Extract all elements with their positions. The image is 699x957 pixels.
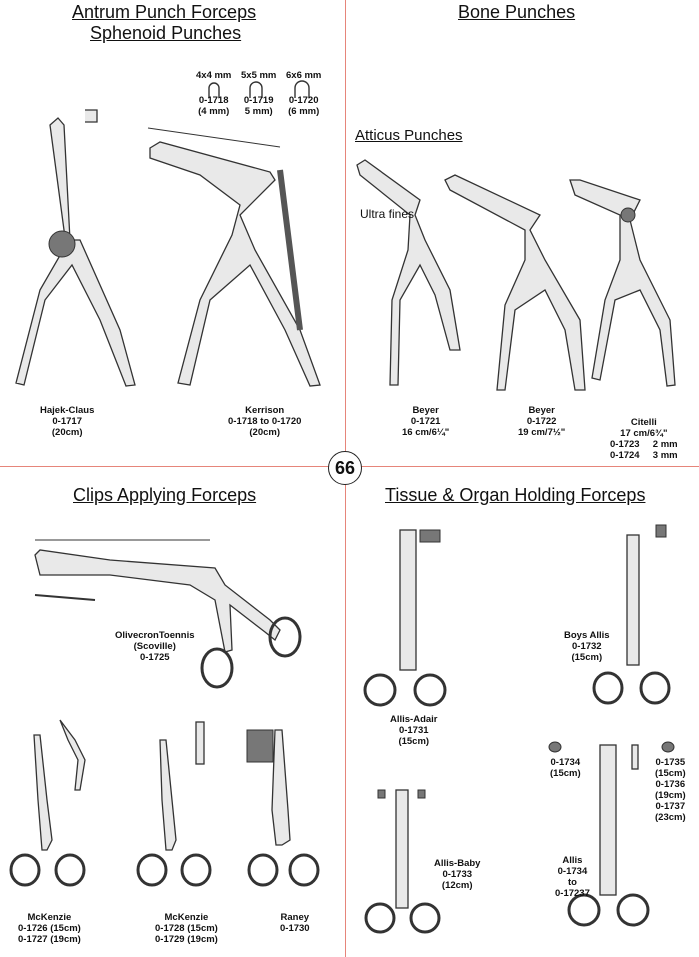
tip-1734-label: 0-1734(15cm) xyxy=(550,757,581,779)
mckenzie-2-image xyxy=(136,721,212,887)
atticus-subtitle: Atticus Punches xyxy=(355,127,463,144)
citelli-punch-image xyxy=(569,179,676,387)
bone-punches-title: Bone Punches xyxy=(458,2,576,22)
allis-image xyxy=(548,741,675,927)
olivecron-label: OlivecronToennis(Scoville)0-1725 xyxy=(115,630,195,663)
sphenoid-title: Sphenoid Punches xyxy=(90,23,242,43)
clips-title: Clips Applying Forceps xyxy=(73,485,257,505)
tip-size-6: 6x6 mm 0-1720(6 mm) xyxy=(286,70,322,117)
olivecron-toennis-image xyxy=(34,539,302,689)
tip-1735-label: 0-1735(15cm)0-1736 (19cm)0-1737(23cm) xyxy=(655,757,686,823)
mckenzie-1-image xyxy=(9,719,86,887)
allis-adair-image xyxy=(363,529,447,707)
kerrison-punch-image xyxy=(147,127,321,387)
beyer-punch-2-image xyxy=(444,174,586,391)
boys-allis-image xyxy=(592,524,671,705)
allis-baby-image xyxy=(364,789,441,934)
page-number-badge: 66 xyxy=(328,451,362,485)
beyer-punch-1-image xyxy=(356,159,461,386)
hajek-claus-forceps-image xyxy=(15,109,136,387)
tip-size-4: 4x4 mm 0-1718(4 mm) xyxy=(196,70,232,117)
tissue-title: Tissue & Organ Holding Forceps xyxy=(385,485,646,505)
raney-clip-image xyxy=(246,729,320,887)
tip-size-diagrams xyxy=(208,80,310,98)
ultra-fines-label: Ultra fines xyxy=(360,207,415,221)
antrum-title: Antrum Punch Forceps xyxy=(72,2,257,22)
